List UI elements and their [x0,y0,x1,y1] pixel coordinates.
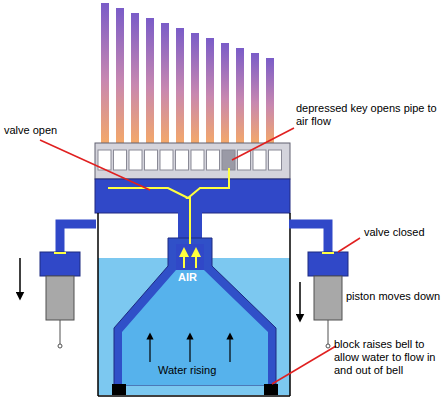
support-block [112,384,126,395]
key [176,150,189,170]
left-piston [46,276,74,320]
down-arrow [19,258,21,296]
organ-pipe [251,53,259,144]
organ-pipes [101,3,274,144]
bell-neck-air [176,244,204,270]
tank-wall [289,213,291,396]
leader-line [272,346,336,384]
air-channel [188,168,229,244]
callout-label: valve open [4,124,57,137]
water-label: Water rising [158,364,216,377]
organ-pipe [131,13,139,144]
right-rod-eye [326,344,330,348]
callout-label: piston moves down [346,290,440,303]
organ-pipe [266,58,274,144]
callout-label: valve closed [364,226,425,239]
down-arrow [299,282,301,318]
organ-pipe [116,8,124,144]
water-arrow [149,336,150,362]
wind-chest [95,179,290,213]
bell-inner-water [122,244,268,385]
air-label: AIR [178,271,197,284]
water-arrow [189,336,190,362]
callout-label: block raises bell to allow water to flow… [334,338,440,377]
organ-pipe [146,18,154,144]
key [145,150,158,170]
leader-line [232,128,294,160]
left-piston-rod [60,320,61,344]
organ-pipe [236,48,244,144]
callout-label: depressed key opens pipe to air flow [296,102,440,128]
leader-line [40,140,150,190]
air-arrow [183,252,185,268]
right-cylinder-head [308,252,348,276]
keys [98,150,282,170]
tank-wall [97,213,99,396]
organ-pipe [191,33,199,144]
key [269,150,282,170]
right-air-pipe [289,224,328,254]
air-arrow [195,252,197,268]
key [114,150,127,170]
leader-line [338,238,360,252]
key-block [95,143,290,179]
key [191,150,204,170]
right-valve [322,252,334,254]
left-rod-eye [58,344,62,348]
left-cylinder-head [40,252,80,276]
organ-pipe [176,28,184,144]
key [160,150,173,170]
key [207,150,220,170]
bell [114,238,276,385]
organ-pipe [206,38,214,144]
organ-pipe [101,3,109,144]
right-piston [314,276,342,320]
key [129,150,142,170]
organ-pipe [161,23,169,144]
right-piston-rod [328,320,329,344]
key [253,150,266,170]
organ-pipe [221,43,229,144]
left-air-pipe [60,224,96,254]
water-arrow [229,336,230,362]
tank-floor [98,395,290,397]
left-valve [54,252,66,254]
support-block [264,384,278,395]
